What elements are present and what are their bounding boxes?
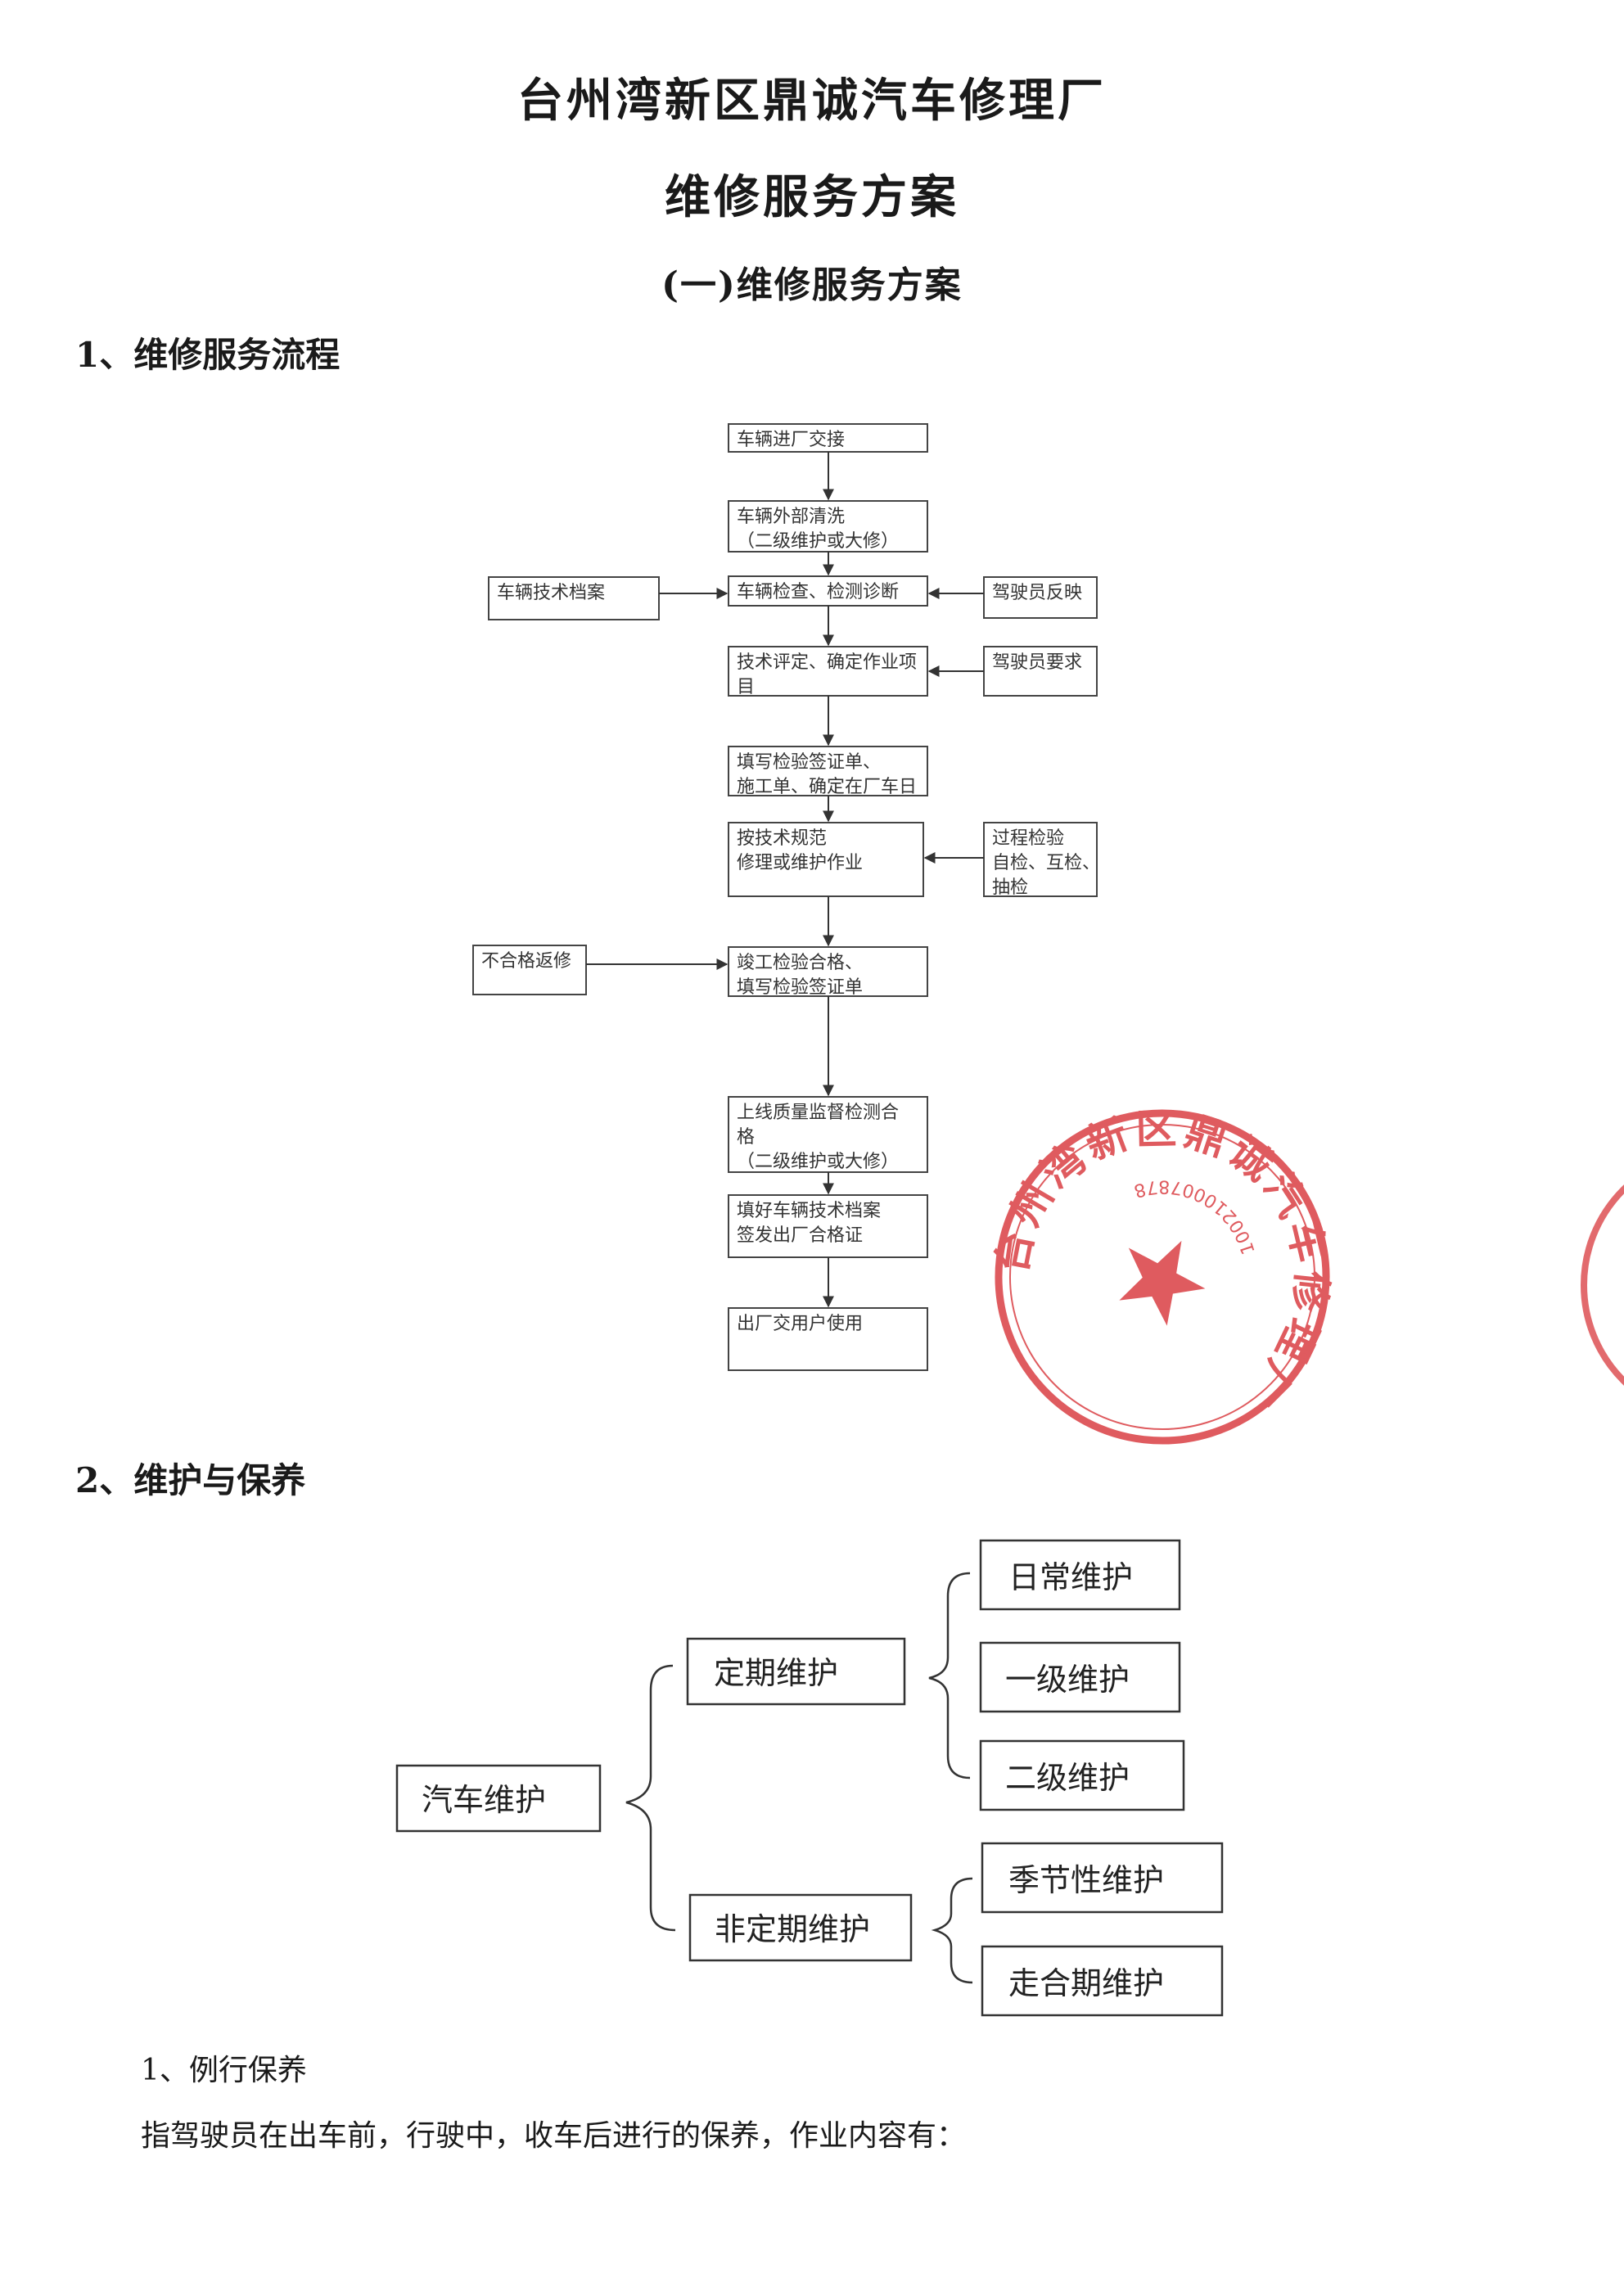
flow-step-4-line: 目: [737, 677, 755, 697]
part-title: (一)维修服务方案: [661, 264, 963, 306]
tree-label-daily: 日常维护: [1008, 1559, 1133, 1595]
flow-box-unqualified: [472, 945, 587, 995]
brace-irregular: [931, 1877, 973, 1984]
flow-step-2-line: 车辆外部清洗: [737, 507, 845, 527]
flow-step-8-line: 格: [737, 1127, 755, 1148]
flow-step-6-line: 修理或维护作业: [737, 853, 863, 873]
flow-step-9-line: 签发出厂合格证: [737, 1225, 863, 1246]
flow-step-6: [728, 822, 924, 897]
tree-label-level1: 一级维护: [1005, 1662, 1130, 1698]
flow-box-tech-archive: [488, 576, 660, 620]
tree-box-root: [395, 1764, 602, 1833]
company-title: 台州湾新区鼎诚汽车修理厂: [517, 74, 1107, 128]
flow-step-8-line: 上线质量监督检测合: [737, 1103, 899, 1123]
flow-step-5-line: 施工单、确定在厂车日: [737, 777, 917, 797]
flow-step-8-line: （二级维护或大修）: [737, 1152, 899, 1172]
flow-step-9-line: 填好车辆技术档案: [737, 1201, 881, 1221]
seal-star-icon: [1119, 1240, 1206, 1326]
tree-box-daily: [979, 1539, 1181, 1611]
flow-box-process-check: [983, 822, 1098, 897]
flow-step-2-line: （二级维护或大修）: [737, 531, 899, 552]
flow-step-6-line: 按技术规范: [737, 828, 827, 849]
tree-label-level2: 二级维护: [1005, 1760, 1130, 1796]
tree-box-level2: [979, 1739, 1185, 1811]
brace-regular: [928, 1572, 971, 1780]
tree-box-irregular: [688, 1893, 913, 1962]
document-title: 维修服务方案: [665, 170, 959, 224]
partial-seal-edge: [1581, 1184, 1624, 1386]
section-heading-service-flow: 1、维修服务流程: [75, 335, 341, 375]
flow-step-4-line: 技术评定、确定作业项: [737, 652, 917, 673]
tree-label-root: 汽车维护: [422, 1782, 546, 1818]
tree-label-runin: 走合期维护: [1008, 1965, 1164, 2001]
flow-step-3-line: 车辆检查、检测诊断: [737, 582, 899, 602]
flow-box-driver-request-line: 驾驶员要求: [992, 652, 1082, 673]
section-heading-maintenance: 2、维护与保养: [75, 1460, 306, 1500]
flow-step-7-line: 竣工检验合格、: [737, 953, 863, 973]
flow-step-5-line: 填写检验签证单、: [737, 752, 881, 773]
flow-box-driver-feedback: [983, 576, 1098, 619]
flow-box-unqualified-line: 不合格返修: [481, 951, 571, 972]
brace-root: [625, 1664, 676, 1932]
official-seal: 台州湾新区鼎诚汽车修理厂 3310021000787853: [986, 1101, 1338, 1445]
tree-box-seasonal: [981, 1842, 1224, 1914]
tree-box-regular: [686, 1637, 906, 1706]
flow-step-1-line: 车辆进厂交接: [737, 430, 845, 450]
flow-step-10: [728, 1307, 928, 1371]
routine-maintenance-heading: 1、例行保养: [141, 2054, 307, 2087]
flow-step-7-line: 填写检验签证单: [737, 977, 863, 998]
flow-box-process-check-line: 过程检验: [992, 828, 1064, 849]
maintenance-tree: 汽车维护 定期维护 非定期维护 日常维护 一级维护 二级维护 季节性维护 走合期…: [395, 1539, 1224, 2017]
tree-label-seasonal: 季节性维护: [1008, 1862, 1164, 1898]
tree-label-regular: 定期维护: [714, 1655, 838, 1691]
tree-box-level1: [979, 1641, 1181, 1713]
flow-box-tech-archive-line: 车辆技术档案: [497, 583, 605, 603]
flow-box-process-check-line: 抽检: [992, 877, 1028, 898]
flow-box-process-check-line: 自检、互检、: [992, 853, 1100, 873]
tree-box-runin: [981, 1945, 1224, 2017]
flow-step-10-line: 出厂交用户使用: [737, 1314, 863, 1334]
routine-maintenance-text: 指驾驶员在出车前，行驶中，收车后进行的保养，作业内容有：: [141, 2119, 967, 2153]
tree-label-irregular: 非定期维护: [715, 1911, 870, 1947]
flow-box-driver-feedback-line: 驾驶员反映: [992, 583, 1082, 603]
